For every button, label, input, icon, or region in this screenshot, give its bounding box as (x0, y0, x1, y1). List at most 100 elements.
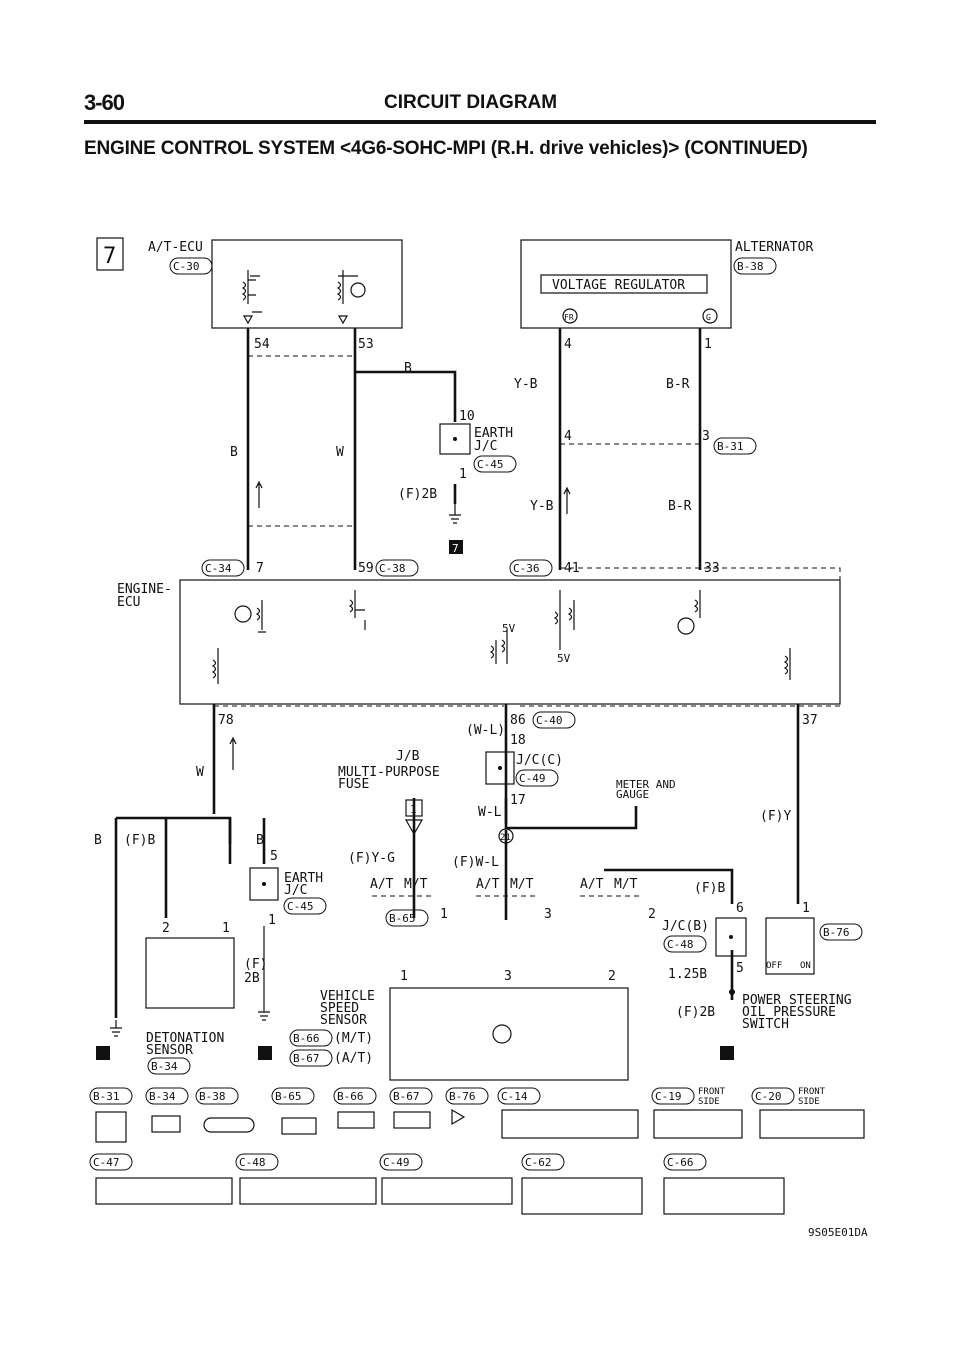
svg-text:1: 1 (400, 969, 408, 984)
svg-text:B: B (256, 833, 264, 848)
svg-text:A/T: A/T (580, 877, 604, 892)
svg-text:86: 86 (510, 713, 526, 728)
svg-text:B: B (230, 445, 238, 460)
svg-text:2: 2 (648, 907, 656, 922)
svg-text:B-31: B-31 (93, 1090, 120, 1103)
svg-text:A/T: A/T (476, 877, 500, 892)
svg-text:1: 1 (440, 907, 448, 922)
svg-text:C-62: C-62 (525, 1156, 552, 1169)
svg-text:SPEED: SPEED (320, 1001, 359, 1016)
svg-text:78: 78 (218, 713, 234, 728)
svg-text:B: B (94, 833, 102, 848)
svg-text:C-49: C-49 (519, 772, 546, 785)
svg-text:B-76: B-76 (449, 1090, 476, 1103)
svg-text:5: 5 (270, 849, 278, 864)
svg-text:W: W (196, 765, 204, 780)
svg-text:17: 17 (510, 793, 526, 808)
svg-text:2: 2 (162, 921, 170, 936)
svg-text:C-48: C-48 (239, 1156, 266, 1169)
svg-text:FUSE: FUSE (338, 777, 369, 792)
svg-text:J/C: J/C (284, 883, 307, 898)
svg-text:2B: 2B (244, 971, 260, 986)
svg-text:(F)B: (F)B (124, 833, 155, 848)
svg-text:FR: FR (564, 313, 574, 322)
svg-text:2: 2 (608, 969, 616, 984)
lower-wires: 78 (W-L) 86 C-40 18 37 W J/B MULTI-PURPO… (94, 696, 863, 1081)
connector-row-1: B-31 B-34 B-38 B-65 B-66 B-67 B-76 C-14 … (89, 1087, 865, 1143)
svg-text:33: 33 (704, 561, 720, 576)
header-rule (84, 120, 876, 124)
section-title: CIRCUIT DIAGRAM (384, 92, 558, 113)
svg-text:5V: 5V (557, 652, 571, 665)
svg-text:(W-L): (W-L) (466, 723, 505, 738)
svg-text:B-65: B-65 (389, 912, 416, 925)
svg-text:B-66: B-66 (337, 1090, 364, 1103)
svg-text:1: 1 (268, 913, 276, 928)
svg-text:VOLTAGE REGULATOR: VOLTAGE REGULATOR (552, 278, 685, 293)
svg-text:41: 41 (564, 561, 580, 576)
svg-text:W-L: W-L (478, 805, 502, 820)
svg-text:18: 18 (510, 733, 526, 748)
svg-text:C-40: C-40 (536, 714, 563, 727)
svg-text:C-36: C-36 (513, 562, 540, 575)
svg-text:59: 59 (358, 561, 374, 576)
page-subtitle: ENGINE CONTROL SYSTEM <4G6-SOHC-MPI (R.H… (84, 138, 808, 159)
svg-text:A/T-ECU: A/T-ECU (148, 240, 203, 255)
svg-text:B-34: B-34 (151, 1060, 178, 1073)
svg-text:OIL PRESSURE: OIL PRESSURE (742, 1005, 836, 1020)
svg-text:C-19: C-19 (655, 1090, 682, 1103)
svg-text:53: 53 (358, 337, 374, 352)
svg-text:POWER STEERING: POWER STEERING (742, 993, 852, 1008)
svg-text:ALTERNATOR: ALTERNATOR (735, 240, 813, 255)
svg-text:4: 4 (564, 429, 572, 444)
svg-text:M/T: M/T (614, 877, 638, 892)
svg-text:(F)Y-G: (F)Y-G (348, 851, 395, 866)
svg-text:B-R: B-R (666, 377, 690, 392)
svg-text:EARTH: EARTH (474, 426, 513, 441)
svg-text:SIDE: SIDE (698, 1097, 720, 1107)
svg-text:(F)Y: (F)Y (760, 809, 791, 824)
svg-text:C-48: C-48 (667, 938, 694, 951)
svg-text:(A/T): (A/T) (334, 1051, 373, 1066)
svg-text:B-R: B-R (668, 499, 692, 514)
at-ecu: A/T-ECU C-30 (148, 239, 403, 329)
svg-text:C-14: C-14 (501, 1090, 528, 1103)
svg-text:FRONT: FRONT (798, 1087, 826, 1097)
svg-text:(F)W-L: (F)W-L (452, 855, 499, 870)
svg-text:C-66: C-66 (667, 1156, 694, 1169)
alternator: ALTERNATOR B-38 VOLTAGE REGULATOR FR G (520, 239, 813, 329)
svg-text:Y-B: Y-B (530, 499, 554, 514)
svg-text:FRONT: FRONT (698, 1087, 726, 1097)
page-header: 3-60 CIRCUIT DIAGRAM (84, 90, 874, 130)
svg-text:B-38: B-38 (199, 1090, 226, 1103)
svg-text:J/C: J/C (474, 439, 497, 454)
page-number: 3-60 (84, 90, 125, 115)
svg-text:5V: 5V (502, 622, 516, 635)
svg-text:ECU: ECU (117, 595, 140, 610)
svg-text:1: 1 (222, 921, 230, 936)
svg-text:C-38: C-38 (379, 562, 406, 575)
svg-text:DETONATION: DETONATION (146, 1031, 224, 1046)
svg-text:C-20: C-20 (755, 1090, 782, 1103)
svg-text:ON: ON (800, 961, 811, 971)
svg-text:(F)2B: (F)2B (676, 1005, 715, 1020)
svg-text:5: 5 (736, 961, 744, 976)
svg-text:EARTH: EARTH (284, 871, 323, 886)
svg-text:3: 3 (544, 907, 552, 922)
svg-text:G: G (706, 313, 711, 322)
svg-text:C-45: C-45 (287, 900, 314, 913)
svg-text:1: 1 (410, 803, 417, 816)
svg-text:M/T: M/T (510, 877, 534, 892)
svg-text:7: 7 (452, 542, 459, 555)
svg-text:SIDE: SIDE (798, 1097, 820, 1107)
svg-text:1: 1 (704, 337, 712, 352)
svg-text:C-47: C-47 (93, 1156, 120, 1169)
svg-text:B-34: B-34 (149, 1090, 176, 1103)
svg-text:B-67: B-67 (293, 1052, 320, 1065)
svg-text:21: 21 (500, 833, 511, 843)
svg-text:J/C(B): J/C(B) (662, 919, 709, 934)
connector-row-2: C-47 C-48 C-49 C-62 C-66 (89, 1153, 785, 1215)
svg-text:1.25B: 1.25B (668, 967, 707, 982)
svg-text:B-31: B-31 (717, 440, 744, 453)
